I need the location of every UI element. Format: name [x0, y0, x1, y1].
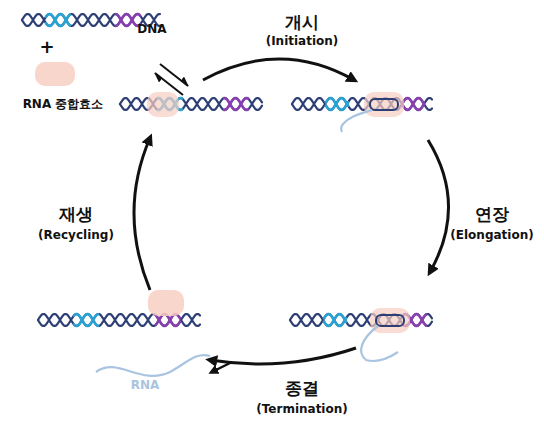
- step-name: 재생: [59, 205, 93, 224]
- terminator-segment: [116, 14, 140, 26]
- promoter-segment: [326, 98, 348, 110]
- promoter-segment: [74, 314, 98, 326]
- dna-strand: [38, 314, 200, 326]
- transcription-bubble: [370, 99, 398, 110]
- rna-strand: [96, 355, 210, 376]
- step-name: 연장: [475, 205, 509, 224]
- transcription-bubble: [376, 315, 404, 326]
- dna-strand: [290, 314, 432, 326]
- promoter-segment: [326, 98, 348, 110]
- equilibrium-arrow: [160, 64, 188, 86]
- dna-strand: [292, 98, 432, 110]
- terminator-segment: [224, 98, 248, 110]
- polymerase-blob: [370, 308, 410, 333]
- terminator-segment: [224, 98, 248, 110]
- dna-strand: [120, 98, 262, 110]
- promoter-segment: [46, 14, 70, 26]
- cycle-arrow: [210, 348, 356, 364]
- cycle-arrow-branch: [212, 362, 232, 372]
- step-name-english: (Recycling): [38, 229, 114, 242]
- step-name: 개시: [285, 13, 319, 32]
- polymerase-blob: [148, 290, 184, 316]
- enzyme-label: RNA 중합효소: [23, 98, 104, 111]
- rna-strand: [361, 326, 398, 361]
- dna-label: DNA: [137, 23, 166, 36]
- step-name-english: (Termination): [256, 403, 348, 416]
- polymerase-blob: [364, 92, 404, 117]
- cycle-arrow: [203, 59, 354, 80]
- polymerase-blob: [147, 92, 179, 117]
- rna-label: RNA: [131, 379, 160, 392]
- promoter-segment: [324, 314, 346, 326]
- dna-strand: [292, 98, 432, 110]
- promoter-segment: [46, 14, 70, 26]
- step-name-english: (Elongation): [450, 229, 533, 242]
- dna-strand: [290, 314, 432, 326]
- dna-strand: [120, 98, 262, 110]
- dna-helices: [22, 14, 432, 326]
- cycle-arrow: [134, 138, 150, 290]
- step-name: 종결: [285, 379, 319, 398]
- rna-strand: [341, 110, 372, 132]
- cycle-arrow: [428, 140, 449, 272]
- polymerase-blob: [35, 62, 75, 86]
- step-name-english: (Initiation): [266, 35, 339, 48]
- promoter-segment: [74, 314, 98, 326]
- plus-sign: +: [39, 37, 54, 57]
- terminator-segment: [402, 98, 424, 110]
- dna-strand: [38, 314, 200, 326]
- equilibrium-arrow: [155, 73, 183, 95]
- promoter-segment: [324, 314, 346, 326]
- terminator-segment: [402, 98, 424, 110]
- terminator-segment: [116, 14, 140, 26]
